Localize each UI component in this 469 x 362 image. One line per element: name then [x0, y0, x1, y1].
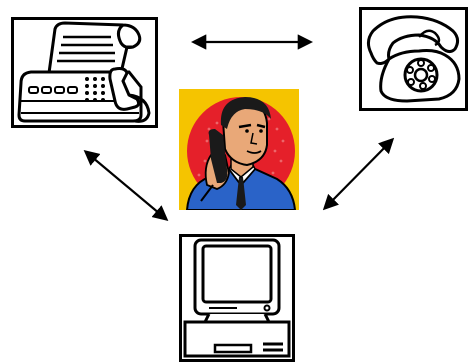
rotary-telephone-icon [359, 7, 468, 111]
fax-machine-icon [11, 17, 158, 128]
desktop-computer-icon [179, 234, 295, 362]
arrow-fax-computer [86, 152, 166, 219]
arrow-phone-computer [325, 140, 392, 208]
man-on-telephone-icon [179, 89, 299, 210]
